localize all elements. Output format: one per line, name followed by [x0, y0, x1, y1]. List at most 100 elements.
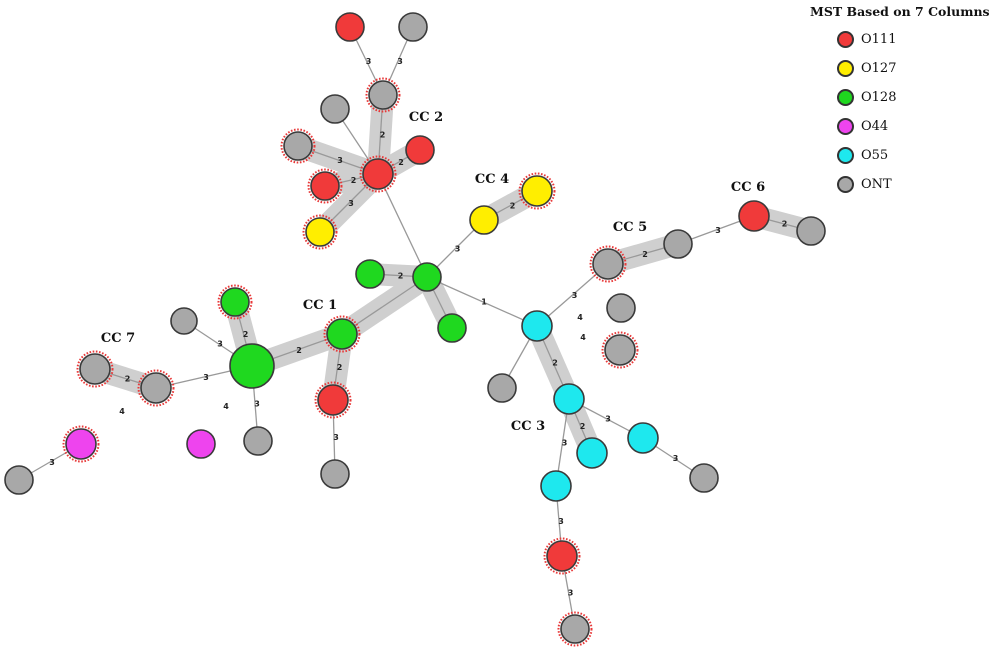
edge-weight-label: 3 [366, 57, 372, 66]
edge-weight-label: 2 [510, 202, 516, 211]
edge-weight-label: 3 [217, 340, 223, 349]
edge-weight-label: 4 [119, 407, 125, 416]
edge-weight-label: 3 [558, 517, 564, 526]
node-ont [604, 334, 636, 366]
node-ont [79, 353, 111, 385]
cluster-halos [84, 84, 822, 464]
legend-label: O44 [861, 119, 889, 134]
edge-weight-label: 3 [254, 400, 260, 409]
edge-weight-label: 3 [568, 589, 574, 598]
edge-weight-label: 2 [398, 272, 404, 281]
edge-weight-label: 1 [481, 298, 487, 307]
node-dashed-ring [323, 315, 361, 353]
legend-label: O128 [861, 90, 897, 105]
node-dashed-ring [62, 425, 100, 463]
legend-item-ont: ONT [810, 170, 1000, 199]
node-o128 [355, 259, 385, 289]
node-o55 [540, 470, 572, 502]
edge-weight-label: 4 [577, 313, 583, 322]
edge-weight-label: 3 [337, 156, 343, 165]
node-o111 [405, 135, 435, 165]
node-dashed-ring [365, 77, 401, 113]
edge-weight-label: 3 [715, 226, 721, 235]
cc-label: CC 7 [101, 331, 135, 346]
node-ont [368, 80, 398, 110]
legend-swatch-o44 [837, 118, 854, 135]
node-o55 [553, 383, 585, 415]
node-o128 [220, 287, 250, 317]
node-dashed-ring [307, 168, 343, 204]
legend-swatch-ont [837, 176, 854, 193]
legend-swatch-o127 [837, 60, 854, 77]
node-o55 [627, 422, 659, 454]
edge-weight-label: 2 [337, 363, 343, 372]
node-o111 [738, 200, 770, 232]
edge-weight-label: 2 [552, 359, 558, 368]
edge-weight-label: 3 [673, 454, 679, 463]
legend: MST Based on 7 Columns O111 O127 O128 O4… [810, 4, 1000, 199]
node-dashed-ring [217, 284, 253, 320]
node-o111 [546, 540, 578, 572]
edge [377, 173, 428, 278]
node-o128 [326, 318, 358, 350]
node-ont [487, 373, 517, 403]
cc-labels: CC 1CC 2CC 3CC 4CC 5CC 6CC 7 [101, 110, 765, 434]
legend-item-o128: O128 [810, 83, 1000, 112]
cc-label: CC 6 [731, 180, 765, 195]
node-dashed-ring [359, 155, 397, 193]
legend-item-o44: O44 [810, 112, 1000, 141]
edge-weight-label: 3 [397, 57, 403, 66]
edge-weight-label: 3 [455, 245, 461, 254]
node-o111 [317, 384, 349, 416]
node-o111 [362, 158, 394, 190]
cc-label: CC 4 [475, 172, 509, 187]
node-o44 [186, 429, 216, 459]
edge-weight-label: 3 [49, 458, 55, 467]
node-o127 [521, 175, 553, 207]
node-ont [560, 614, 590, 644]
legend-title: MST Based on 7 Columns [810, 4, 990, 19]
node-ont [320, 459, 350, 489]
edge-weight-label: 4 [580, 333, 586, 342]
node-o111 [335, 12, 365, 42]
node-ont [606, 293, 636, 323]
node-ont [170, 307, 198, 335]
legend-swatch-o55 [837, 147, 854, 164]
node-o44 [65, 428, 97, 460]
node-o128 [229, 343, 275, 389]
legend-label: O111 [861, 32, 897, 47]
node-o111 [310, 171, 340, 201]
node-ont [398, 12, 428, 42]
edge-weight-label: 3 [348, 199, 354, 208]
legend-swatch-o128 [837, 89, 854, 106]
edge-weight-label: 2 [296, 346, 302, 355]
legend-item-o55: O55 [810, 141, 1000, 170]
node-o55 [521, 310, 553, 342]
edge-weight-label: 3 [562, 439, 568, 448]
node-o128 [412, 262, 442, 292]
node-dashed-ring [543, 537, 581, 575]
edge-weight-label: 3 [572, 291, 578, 300]
node-ont [592, 248, 624, 280]
node-dashed-ring [280, 128, 316, 164]
legend-swatch-o111 [837, 31, 854, 48]
node-ont [320, 94, 350, 124]
cc-label: CC 3 [511, 419, 545, 434]
cc-label: CC 2 [409, 110, 443, 125]
node-ont [796, 216, 826, 246]
cc-label: CC 5 [613, 220, 647, 235]
node-dashed-ring [314, 381, 352, 419]
node-dashed-ring [601, 331, 639, 369]
node-o55 [576, 437, 608, 469]
edge-weight-label: 2 [243, 330, 249, 339]
legend-item-o127: O127 [810, 54, 1000, 83]
nodes [4, 12, 826, 647]
edge-weight-label: 2 [580, 422, 586, 431]
node-ont [243, 426, 273, 456]
edge-weight-label: 2 [642, 250, 648, 259]
node-o127 [469, 205, 499, 235]
node-o127 [305, 217, 335, 247]
edge [341, 276, 428, 335]
